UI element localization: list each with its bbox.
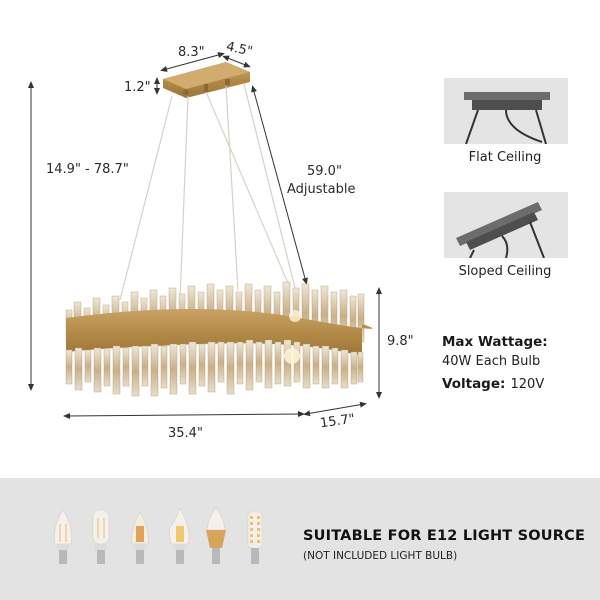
overall-height-label: 14.9" - 78.7" [46, 162, 129, 177]
suspension-cables [119, 83, 296, 301]
voltage-row: Voltage: 120V [442, 373, 544, 392]
candle-amber-bulb-icon [131, 511, 149, 564]
canopy [163, 62, 250, 98]
canopy-length-label: 8.3" [178, 45, 205, 60]
cable-length-label: 59.0" [307, 164, 342, 179]
bulb-info-band [0, 478, 600, 600]
body-length-label: 35.4" [168, 426, 203, 441]
max-wattage-value: 40W Each Bulb [442, 354, 541, 369]
flat-ceiling-label: Flat Ceiling [468, 150, 542, 165]
flat-ceiling-panel [444, 78, 568, 145]
candle-filament-bulb-icon [54, 509, 72, 564]
chandelier-diagram [28, 52, 382, 419]
body-height-label: 9.8" [387, 334, 414, 349]
voltage-label: Voltage: [442, 376, 506, 392]
voltage-value: 120V [510, 377, 545, 392]
tubular-filament-bulb-icon [92, 509, 110, 564]
compatible-bulbs [54, 508, 263, 564]
bulb-not-included-note: (NOT INCLUDED LIGHT BULB) [303, 550, 458, 562]
crystal-candle-bulb-icon [206, 508, 226, 564]
flame-tip-bulb-icon [169, 508, 190, 564]
corn-led-bulb-icon [247, 511, 263, 564]
cable-adjustable-label: Adjustable [287, 182, 356, 197]
sloped-ceiling-canopy-icon [456, 202, 545, 259]
bulb-compatibility-title: SUITABLE FOR E12 LIGHT SOURCE [303, 528, 586, 544]
flat-ceiling-canopy-icon [464, 92, 550, 145]
crystal-body [65, 281, 373, 397]
max-wattage-label: Max Wattage: [442, 334, 548, 350]
sloped-ceiling-label: Sloped Ceiling [458, 264, 552, 279]
canopy-height-label: 1.2" [124, 80, 151, 95]
sloped-ceiling-panel [444, 192, 568, 259]
